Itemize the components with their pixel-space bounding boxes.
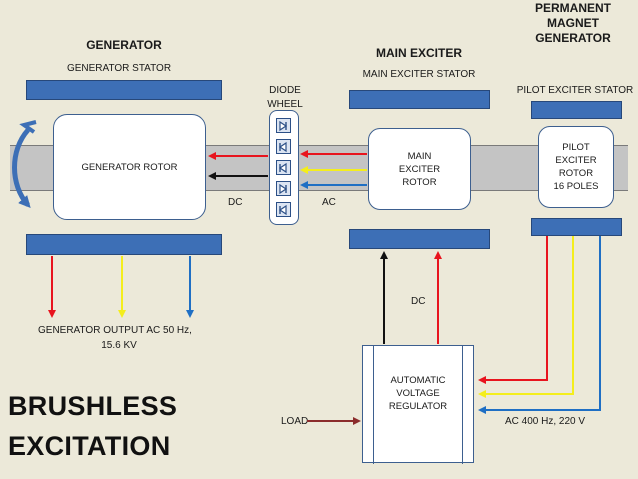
pilot-exciter-stator-label: PILOT EXCITER STATOR: [516, 85, 634, 96]
diode-icon: [276, 181, 291, 196]
pilot-exciter-stator-top: [531, 101, 622, 119]
diode-icon: [276, 160, 291, 175]
pmg-heading-line1: PERMANENT: [534, 1, 612, 15]
avr-line2: VOLTAGE: [396, 388, 440, 399]
main-exciter-stator-top: [349, 90, 490, 109]
generator-stator-bottom: [26, 234, 222, 255]
generator-heading: GENERATOR: [86, 38, 162, 52]
diode-wheel-label-line2: WHEEL: [267, 99, 303, 110]
ac-label-right: AC: [322, 197, 336, 208]
main-exciter-stator-label: MAIN EXCITER STATOR: [362, 69, 476, 80]
pmg-heading-line3: GENERATOR: [535, 31, 611, 45]
pilot-red-wire: [478, 236, 548, 384]
pilot-exciter-rotor: PILOT EXCITER ROTOR 16 POLES: [538, 126, 614, 208]
title-line2: EXCITATION: [8, 431, 171, 461]
avr-line1: AUTOMATIC: [390, 375, 446, 386]
title-line1: BRUSHLESS: [8, 391, 178, 421]
diode-icon: [276, 139, 291, 154]
generator-output-line2: 15.6 KV: [101, 340, 137, 351]
pilot-exciter-rotor-line4: 16 POLES: [553, 181, 599, 192]
generator-stator-label: GENERATOR STATOR: [66, 63, 172, 74]
automatic-voltage-regulator: AUTOMATIC VOLTAGE REGULATOR: [362, 344, 474, 464]
pilot-exciter-rotor-line2: EXCITER: [555, 155, 597, 166]
pilot-yellow-wire: [478, 236, 574, 398]
generator-rotor-label: GENERATOR ROTOR: [81, 161, 178, 173]
main-exciter-rotor-line1: MAIN: [407, 150, 432, 162]
dc-label-left: DC: [228, 197, 243, 208]
pmg-heading-line2: MAGNET: [547, 16, 599, 30]
avr-line3: REGULATOR: [388, 401, 448, 412]
main-exciter-rotor: MAIN EXCITER ROTOR: [368, 128, 471, 210]
diode-wheel-label-line1: DIODE: [269, 85, 301, 96]
diode-wheel: [269, 110, 299, 225]
generator-rotor: GENERATOR ROTOR: [53, 114, 206, 220]
diode-icon: [276, 118, 291, 133]
generator-stator-top: [26, 80, 222, 100]
pilot-blue-wire: [478, 236, 601, 414]
dc-label-mid: DC: [411, 296, 426, 307]
load-label: LOAD: [281, 416, 309, 427]
diode-icon: [276, 202, 291, 217]
generator-output-line1: GENERATOR OUTPUT AC 50 Hz,: [38, 325, 192, 336]
main-exciter-rotor-line3: ROTOR: [402, 176, 437, 188]
pilot-exciter-rotor-line3: ROTOR: [558, 168, 594, 179]
ac-pilot-label: AC 400 Hz, 220 V: [505, 416, 586, 427]
pilot-exciter-rotor-line1: PILOT: [562, 142, 590, 153]
main-exciter-stator-bottom: [349, 229, 490, 249]
main-exciter-heading: MAIN EXCITER: [375, 46, 463, 60]
main-exciter-rotor-line2: EXCITER: [398, 163, 441, 175]
rotation-arrow-icon: [12, 128, 31, 208]
rotation-arrow-head-icon: [19, 120, 37, 134]
pilot-exciter-stator-bottom: [531, 218, 622, 236]
